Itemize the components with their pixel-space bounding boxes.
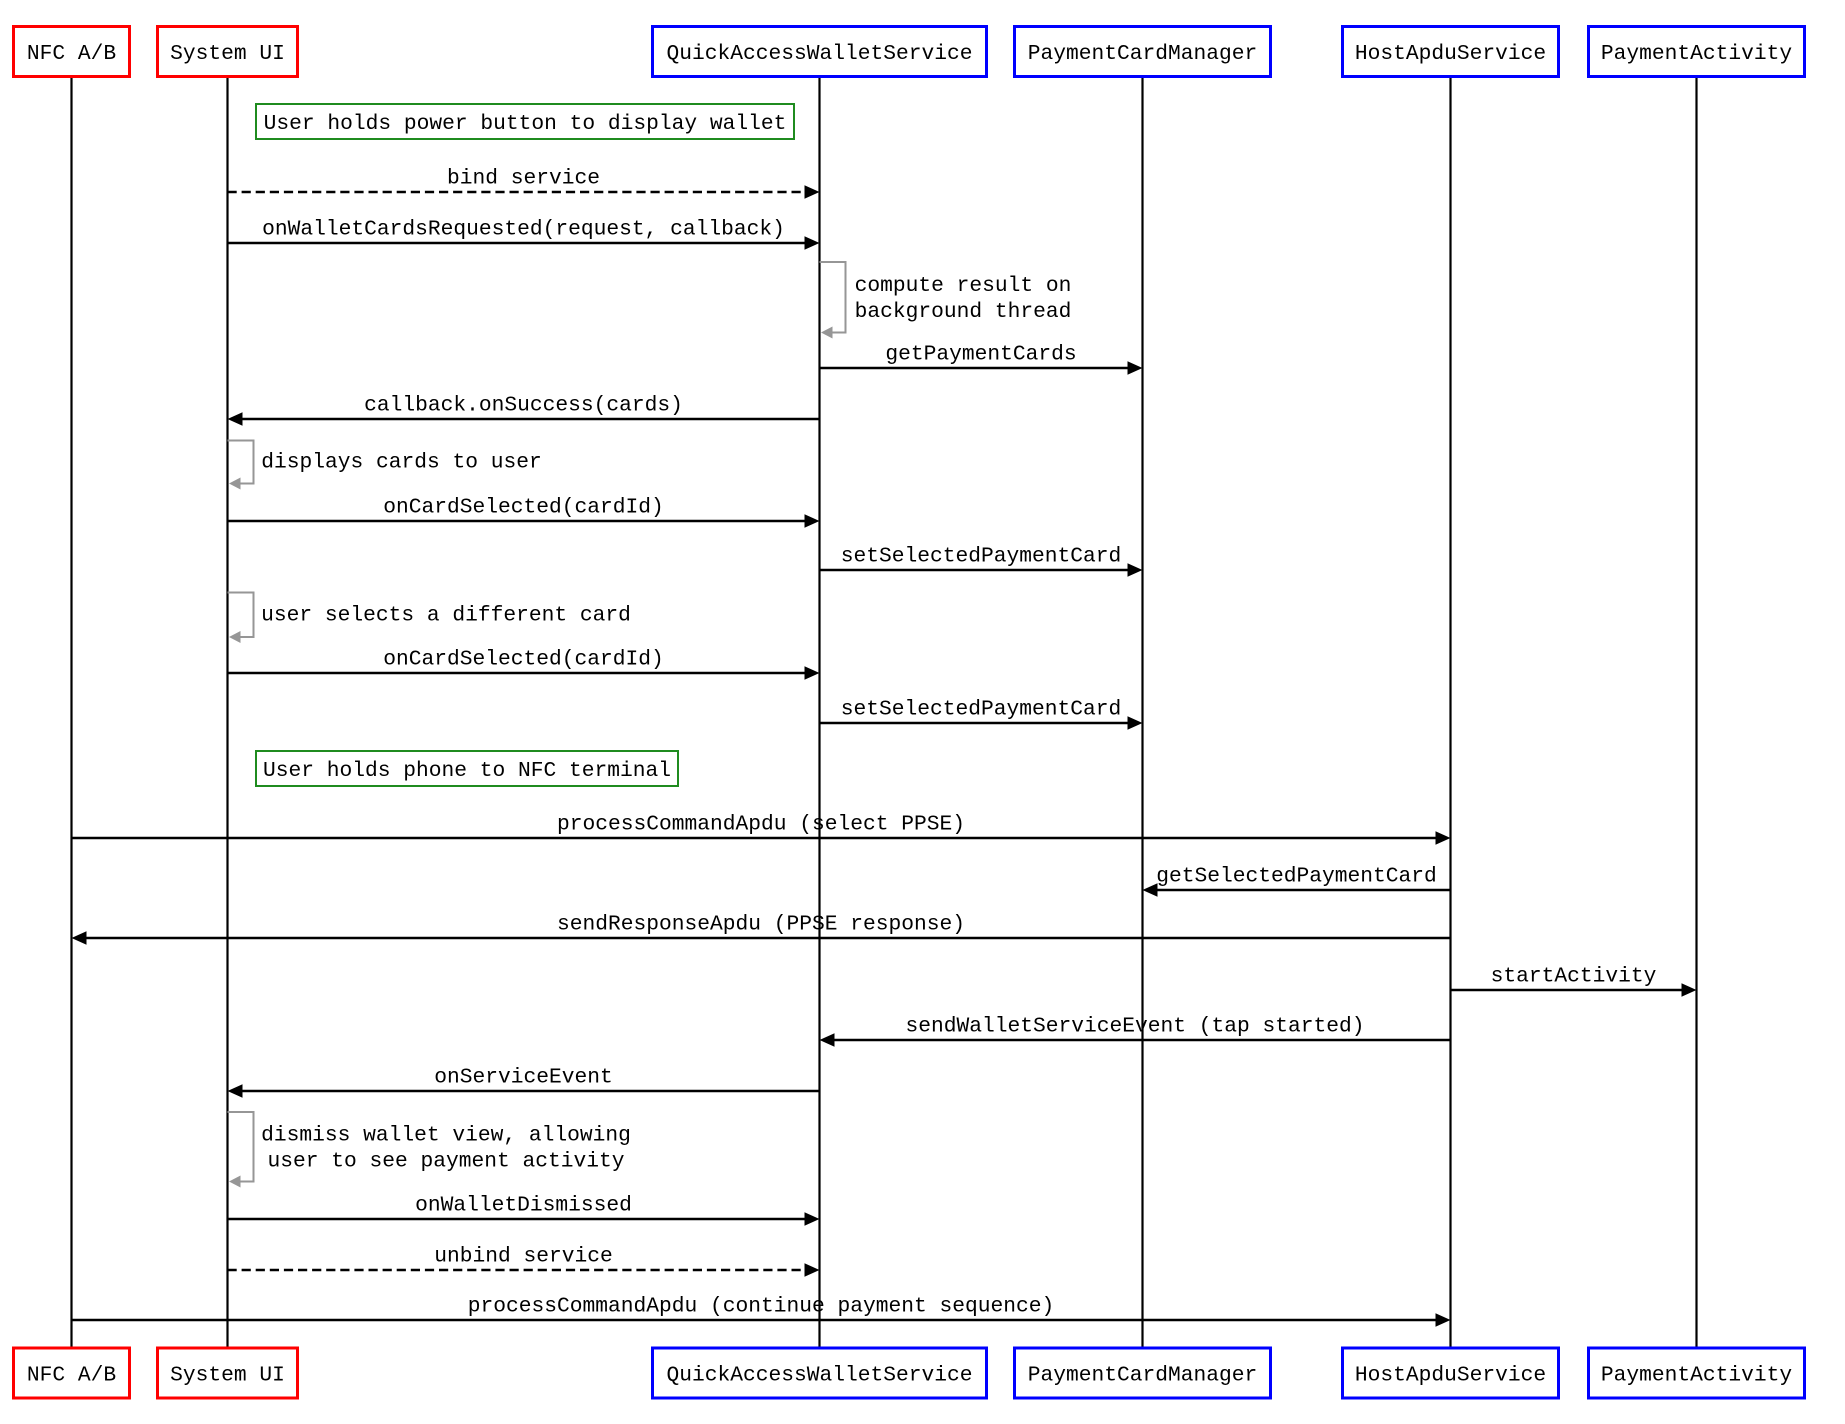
svg-text:HostApduService: HostApduService	[1355, 1364, 1546, 1388]
svg-text:PaymentCardManager: PaymentCardManager	[1028, 1364, 1258, 1388]
svg-text:compute result on: compute result on	[855, 274, 1072, 298]
svg-text:unbind service: unbind service	[434, 1245, 613, 1269]
svg-text:callback.onSuccess(cards): callback.onSuccess(cards)	[364, 394, 683, 418]
svg-text:onCardSelected(cardId): onCardSelected(cardId)	[383, 648, 664, 672]
svg-text:getPaymentCards: getPaymentCards	[885, 343, 1076, 367]
svg-text:setSelectedPaymentCard: setSelectedPaymentCard	[841, 545, 1122, 569]
svg-text:PaymentCardManager: PaymentCardManager	[1028, 42, 1258, 66]
svg-text:System UI: System UI	[170, 42, 285, 66]
svg-text:System UI: System UI	[170, 1364, 285, 1388]
svg-text:processCommandApdu (select PPS: processCommandApdu (select PPSE)	[557, 813, 965, 837]
svg-text:user selects a different card: user selects a different card	[261, 603, 631, 627]
svg-text:sendWalletServiceEvent (tap st: sendWalletServiceEvent (tap started)	[905, 1015, 1364, 1039]
svg-text:User holds power button to dis: User holds power button to display walle…	[264, 112, 787, 136]
svg-text:bind service: bind service	[447, 167, 600, 191]
svg-text:background thread: background thread	[855, 300, 1072, 324]
svg-text:onWalletDismissed: onWalletDismissed	[415, 1194, 632, 1218]
svg-text:PaymentActivity: PaymentActivity	[1601, 42, 1793, 66]
svg-text:onWalletCardsRequested(request: onWalletCardsRequested(request, callback…	[262, 218, 785, 242]
svg-text:QuickAccessWalletService: QuickAccessWalletService	[666, 1364, 972, 1388]
svg-text:User holds phone to NFC termin: User holds phone to NFC terminal	[263, 759, 671, 783]
svg-text:startActivity: startActivity	[1491, 965, 1657, 989]
svg-text:NFC A/B: NFC A/B	[27, 1364, 116, 1388]
svg-text:displays cards to user: displays cards to user	[261, 451, 542, 475]
svg-text:user to see payment activity: user to see payment activity	[267, 1149, 624, 1173]
svg-text:onCardSelected(cardId): onCardSelected(cardId)	[383, 496, 664, 520]
svg-text:QuickAccessWalletService: QuickAccessWalletService	[666, 42, 972, 66]
svg-text:PaymentActivity: PaymentActivity	[1601, 1364, 1793, 1388]
svg-text:sendResponseApdu (PPSE respons: sendResponseApdu (PPSE response)	[557, 913, 965, 937]
svg-text:dismiss wallet view, allowing: dismiss wallet view, allowing	[261, 1123, 631, 1147]
svg-text:onServiceEvent: onServiceEvent	[434, 1066, 613, 1090]
svg-text:setSelectedPaymentCard: setSelectedPaymentCard	[841, 698, 1122, 722]
svg-text:processCommandApdu (continue p: processCommandApdu (continue payment seq…	[468, 1295, 1055, 1319]
svg-text:getSelectedPaymentCard: getSelectedPaymentCard	[1156, 865, 1437, 889]
svg-text:HostApduService: HostApduService	[1355, 42, 1546, 66]
svg-text:NFC A/B: NFC A/B	[27, 42, 116, 66]
